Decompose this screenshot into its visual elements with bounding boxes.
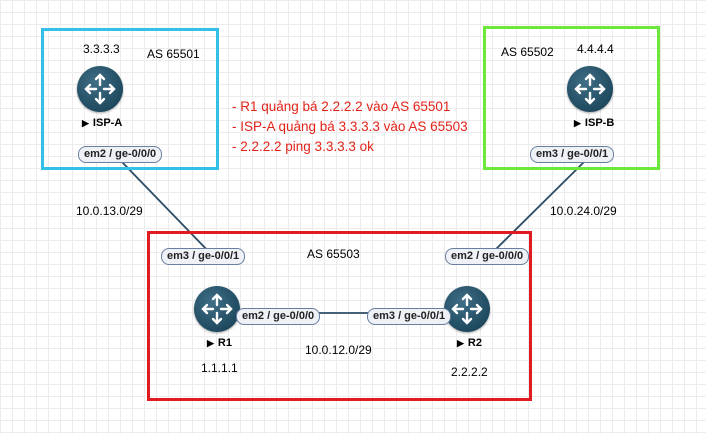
router-isp-a[interactable] — [77, 66, 123, 112]
r1-name: R1 — [217, 337, 232, 349]
r2-interface-link: em3 / ge-0/0/1 — [367, 308, 452, 325]
isp-a-name-label: ▶ISP-A — [82, 117, 122, 129]
r2-loopback: 2.2.2.2 — [451, 365, 488, 379]
note-line: - 2.2.2.2 ping 3.3.3.3 ok — [232, 139, 374, 154]
subnet-isp-a-r1: 10.0.13.0/29 — [76, 204, 143, 218]
play-icon: ▶ — [82, 118, 89, 128]
as-65502-box — [483, 26, 660, 170]
r1-name-label: ▶R1 — [207, 337, 232, 349]
note-line: - ISP-A quảng bá 3.3.3.3 vào AS 65503 — [232, 119, 468, 134]
isp-b-as-label: AS 65502 — [501, 45, 554, 59]
isp-a-interface: em2 / ge-0/0/0 — [78, 146, 163, 163]
link-isp-a-r1 — [121, 161, 213, 256]
r1-interface-up: em3 / ge-0/0/1 — [161, 248, 246, 265]
router-icon — [201, 293, 233, 325]
isp-b-name: ISP-B — [584, 117, 615, 129]
r1-loopback: 1.1.1.1 — [201, 361, 238, 375]
isp-a-as-label: AS 65501 — [147, 47, 200, 61]
isp-b-loopback: 4.4.4.4 — [577, 42, 614, 56]
play-icon: ▶ — [574, 118, 581, 128]
note-line: - R1 quảng bá 2.2.2.2 vào AS 65501 — [232, 99, 451, 114]
router-isp-b[interactable] — [567, 66, 613, 112]
as-65503-box — [147, 231, 532, 401]
link-isp-b-r2 — [489, 161, 585, 256]
isp-b-name-label: ▶ISP-B — [574, 117, 614, 129]
subnet-isp-b-r2: 10.0.24.0/29 — [550, 204, 617, 218]
notes: - R1 quảng bá 2.2.2.2 vào AS 65501 - ISP… — [232, 97, 468, 157]
r1-interface-link: em2 / ge-0/0/0 — [236, 308, 321, 325]
play-icon: ▶ — [457, 338, 464, 348]
subnet-r1-r2: 10.0.12.0/29 — [305, 343, 372, 357]
router-icon — [451, 293, 483, 325]
as-65503-label: AS 65503 — [307, 247, 360, 261]
isp-a-name: ISP-A — [92, 117, 123, 129]
router-r2[interactable] — [444, 286, 490, 332]
router-r1[interactable] — [194, 286, 240, 332]
isp-a-loopback: 3.3.3.3 — [83, 42, 120, 56]
play-icon: ▶ — [207, 338, 214, 348]
r2-name-label: ▶R2 — [457, 337, 482, 349]
as-65501-box — [41, 28, 219, 170]
router-icon — [84, 73, 116, 105]
r2-interface-up: em2 / ge-0/0/0 — [445, 248, 530, 265]
router-icon — [574, 73, 606, 105]
isp-b-interface: em3 / ge-0/0/1 — [530, 146, 615, 163]
r2-name: R2 — [467, 337, 482, 349]
